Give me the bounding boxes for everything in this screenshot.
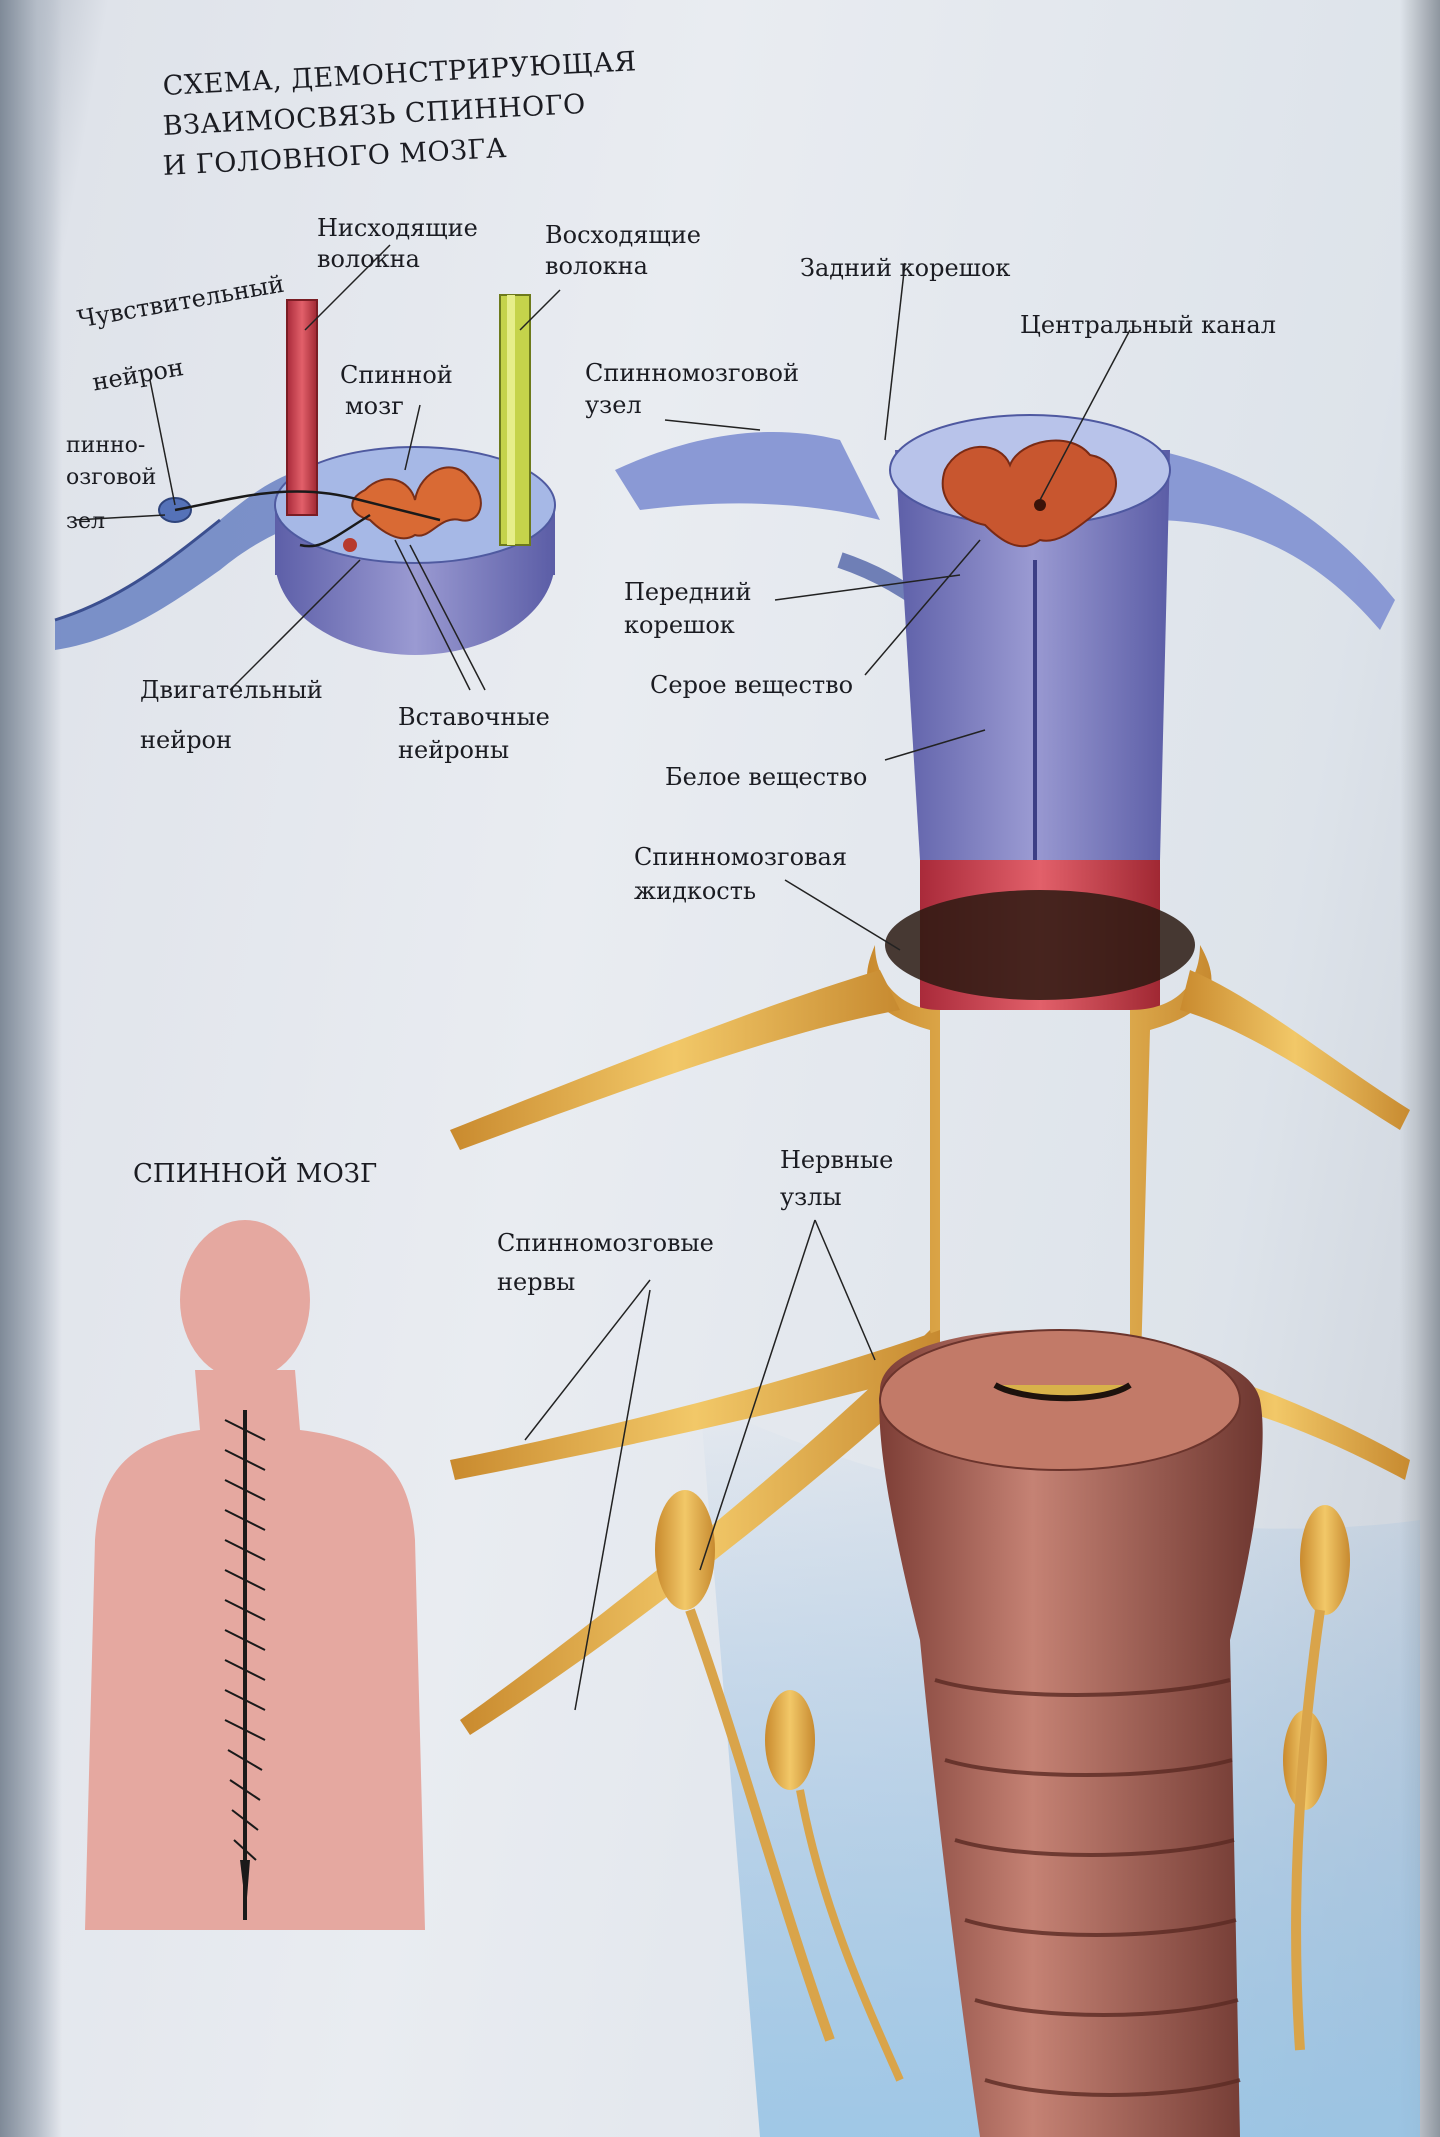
label-ganglion-2: узел	[585, 391, 642, 419]
label-motor-1: Двигательный	[140, 676, 323, 704]
label-csf-2: жидкость	[634, 877, 757, 905]
section-title: СПИННОЙ МОЗГ	[133, 1159, 378, 1189]
label-interneurons-1: Вставочные	[398, 703, 550, 731]
label-posterior-root: Задний корешок	[800, 254, 1011, 282]
label-descending-1: Нисходящие	[317, 214, 478, 242]
label-central-canal: Центральный канал	[1020, 311, 1276, 339]
label-interneurons-2: нейроны	[398, 736, 510, 764]
label-spinal-cord-2: мозг	[345, 392, 404, 420]
label-ganglia-1: Нервные	[780, 1146, 894, 1174]
label-white-matter: Белое вещество	[665, 763, 868, 791]
cross-section-diagram	[54, 244, 561, 691]
label-motor-2: нейрон	[140, 726, 233, 754]
label-descending-2: волокна	[317, 245, 420, 273]
book-gutter	[0, 0, 62, 2137]
label-anterior-root-2: корешок	[624, 611, 735, 639]
label-ganglion-1: Спинномозговой	[585, 359, 799, 387]
human-back-figure	[85, 1220, 425, 1930]
label-ganglia-2: узлы	[780, 1183, 842, 1211]
label-ascending-2: волокна	[545, 252, 648, 280]
label-gray-matter: Серое вещество	[650, 671, 854, 699]
label-anterior-root-1: Передний	[624, 578, 752, 606]
label-csf-1: Спинномозговая	[634, 843, 847, 871]
label-spinal-nerves-1: Спинномозговые	[497, 1229, 714, 1257]
label-spinal-nerves-2: нервы	[497, 1268, 576, 1296]
label-ganglion-left-3: зел	[66, 509, 105, 534]
spinal-cord-illustration	[450, 262, 1420, 2137]
label-ganglion-left-1: пинно-	[66, 433, 146, 458]
label-ascending-1: Восходящие	[545, 221, 701, 249]
label-ganglion-left-2: озговой	[66, 465, 157, 490]
label-spinal-cord-1: Спинной	[340, 361, 453, 389]
